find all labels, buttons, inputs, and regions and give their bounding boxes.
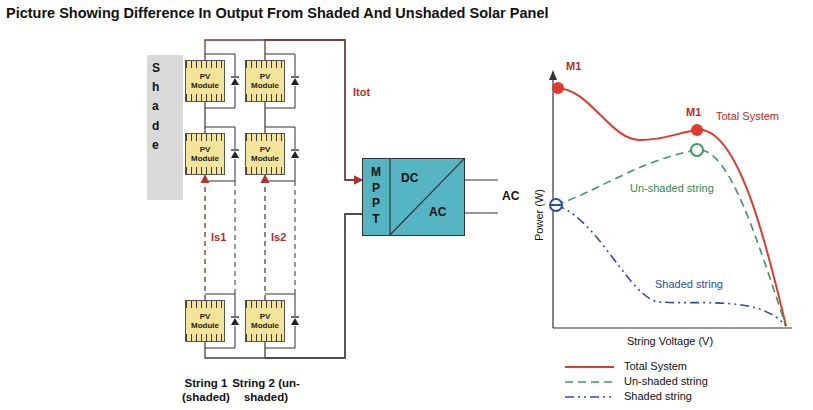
unshaded-curve: [556, 150, 786, 326]
string-max-point: [550, 199, 562, 211]
pv-module: PV Module: [185, 300, 225, 342]
axis-label: String Voltage (V): [627, 335, 713, 347]
legend-text: Total System: [624, 360, 687, 372]
shade-label: Shade: [152, 59, 164, 155]
current-label: Is1: [211, 231, 226, 243]
current-label: Is2: [271, 231, 286, 243]
pv-module: PV Module: [185, 60, 225, 102]
legend-text: Un-shaded string: [624, 375, 708, 387]
legend-sample: [565, 366, 614, 368]
title: Picture Showing Difference In Output Fro…: [6, 5, 548, 21]
curve-label: Shaded string: [655, 278, 723, 290]
string-label: String 1 (shaded): [170, 376, 242, 404]
converter-label: AC: [429, 205, 446, 219]
shade-band: Shade: [147, 55, 183, 200]
wire: [204, 175, 205, 300]
output-label: AC: [502, 189, 519, 203]
axis-label: Power (W): [533, 189, 545, 241]
current-label: Itot: [353, 86, 370, 98]
module-label: PV Module: [250, 145, 280, 163]
max-point: [691, 124, 703, 136]
ac-wire: [465, 212, 498, 213]
module-label: PV Module: [250, 312, 280, 330]
chart-axes: [549, 70, 792, 328]
pv-module: PV Module: [245, 300, 285, 342]
curve-label: Total System: [716, 110, 779, 122]
total-curve: [556, 88, 786, 326]
wire: [205, 214, 362, 358]
max-point-label: M1: [566, 60, 581, 72]
wire: [264, 175, 265, 300]
legend-text: Shaded string: [624, 390, 692, 402]
curve-label: Un-shaded string: [630, 182, 714, 194]
module-label: PV Module: [190, 145, 220, 163]
pv-module: PV Module: [245, 60, 285, 102]
max-point-label: M1: [686, 106, 701, 118]
converter-label: DC: [401, 171, 418, 185]
ac-wire: [465, 179, 498, 180]
mppt-label: MPPT: [370, 165, 382, 227]
string-label: String 2 (un-shaded): [226, 376, 306, 404]
pv-module: PV Module: [185, 133, 225, 175]
module-label: PV Module: [250, 72, 280, 90]
string-max-point: [691, 144, 703, 156]
module-label: PV Module: [190, 312, 220, 330]
wire: [205, 40, 362, 180]
module-label: PV Module: [190, 72, 220, 90]
pv-module: PV Module: [245, 133, 285, 175]
legend-sample: [565, 396, 614, 398]
string-max-point: [551, 204, 561, 206]
wire: [204, 102, 205, 133]
max-point: [552, 82, 564, 94]
shaded-curve: [556, 205, 786, 326]
wire: [264, 102, 265, 133]
mppt-inverter-box: MPPT DC AC: [362, 158, 465, 236]
legend-sample: [565, 381, 614, 383]
